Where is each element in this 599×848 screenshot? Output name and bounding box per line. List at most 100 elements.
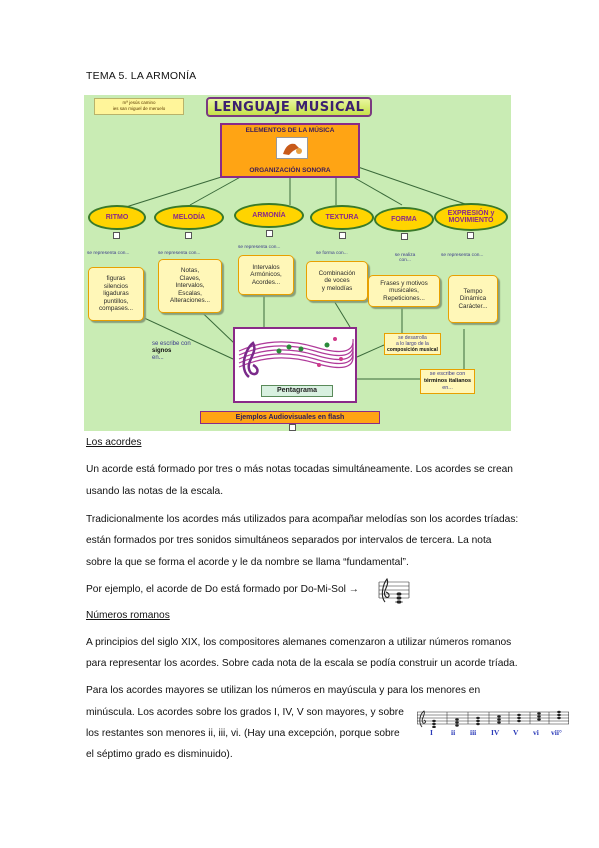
melodia-link-text: se representa con...	[158, 251, 201, 256]
author-credit: mª jesús camino ies san miguel de meruel…	[94, 98, 184, 115]
ritmo-node: RITMO	[88, 205, 146, 230]
armonia-box: Intervalos Armónicos, Acordes...	[238, 255, 294, 295]
paragraph-line: el séptimo grado es disminuido).	[86, 749, 233, 760]
box-line: compases...	[99, 305, 133, 313]
degree-label: I	[430, 728, 433, 737]
page-title: TEMA 5. LA ARMONÍA	[86, 70, 197, 82]
paragraph-line: Por ejemplo, el acorde de Do está formad…	[86, 584, 359, 595]
develop-note: se desarrolla a lo largo de la composici…	[384, 333, 441, 355]
box-line: y melodías	[321, 284, 353, 292]
signs-bold: signos	[152, 348, 172, 354]
ritmo-label: RITMO	[105, 214, 129, 221]
paragraph-line: A principios del siglo XIX, los composit…	[86, 637, 512, 648]
credit-line: ies san miguel de meruelo	[112, 105, 166, 111]
scale-degrees-staff	[417, 710, 569, 728]
do-major-chord-image	[378, 577, 410, 604]
paragraph-line: minúscula. Los acordes sobre los grados …	[86, 707, 404, 718]
link-icon[interactable]	[339, 232, 346, 239]
develop-bold: composición musical	[387, 347, 438, 353]
textura-label: TEXTURA	[325, 214, 359, 221]
melodia-label: MELODÍA	[172, 214, 206, 221]
textura-link-text: se forma con...	[316, 251, 348, 256]
paragraph-line: para representar los acordes. Sobre cada…	[86, 658, 518, 669]
movimiento-label: MOVIMIENTO	[448, 217, 494, 224]
paragraph-line: están formados por tres sonidos simultán…	[86, 535, 492, 546]
lenguaje-musical-banner: LENGUAJE MUSICAL	[206, 97, 372, 117]
link-icon[interactable]	[289, 424, 296, 431]
concept-map-image: mª jesús camino ies san miguel de meruel…	[84, 95, 511, 431]
forma-link-text: se realiza con...	[394, 253, 416, 263]
signs-pre: se escribe con	[152, 341, 191, 347]
tempo-post: en...	[442, 385, 453, 391]
ritmo-box: figuras silencios ligaduras puntillos, c…	[88, 267, 144, 321]
textura-node: TEXTURA	[310, 205, 374, 230]
forma-label: FORMA	[391, 216, 417, 223]
box-line: ligaduras	[103, 290, 129, 298]
signs-post: en...	[152, 355, 164, 361]
box-line: Notas,	[180, 267, 200, 275]
link-icon[interactable]	[266, 230, 273, 237]
acordes-heading: Los acordes	[86, 437, 142, 448]
degree-label: vi	[533, 728, 539, 737]
tempo-bold: términos italianos	[424, 378, 472, 384]
ritmo-link-text: se representa con...	[87, 251, 130, 256]
degree-label: vii°	[551, 728, 562, 737]
expresion-label: EXPRESIÓN y	[447, 210, 495, 217]
melodia-box: Notas, Claves, Intervalos, Escalas, Alte…	[158, 259, 222, 313]
paragraph-line: Un acorde está formado por tres o más no…	[86, 464, 513, 475]
staff-drawing	[238, 337, 354, 378]
signs-note: se escribe con signos en...	[152, 341, 191, 362]
box-line: Frases y motivos	[380, 279, 428, 287]
paragraph-line: sobre la que se forma el acorde y le da …	[86, 557, 409, 568]
box-line: Repeticiones...	[383, 294, 425, 302]
italian-terms-note: se escribe con términos italianos en...	[420, 369, 476, 394]
paragraph-line: usando las notas de la escala.	[86, 486, 224, 497]
music-instruments-image	[276, 137, 308, 159]
paragraph-line: Para los acordes mayores se utilizan los…	[86, 685, 481, 696]
box-line: puntillos,	[103, 297, 129, 305]
degree-label: ii	[451, 728, 456, 737]
box-line: Claves,	[179, 274, 201, 282]
box-line: musicales,	[389, 287, 419, 295]
box-line: Intervalos	[252, 263, 280, 271]
flash-examples-bar[interactable]: Ejemplos Audiovisuales en flash	[200, 411, 380, 424]
box-line: Alteraciones...	[170, 297, 210, 305]
expresion-box: Tempo Dinámica Carácter...	[448, 275, 498, 323]
develop-line: se desarrolla	[398, 335, 427, 341]
degree-label: iii	[470, 728, 477, 737]
box-line: figuras	[106, 275, 126, 283]
link-icon[interactable]	[401, 233, 408, 240]
credit-line: mª jesús camino	[122, 100, 156, 105]
pentagrama-label: Pentagrama	[261, 385, 333, 397]
link-icon[interactable]	[185, 232, 192, 239]
box-line: Armónicos,	[250, 271, 282, 279]
box-line: de voces	[324, 277, 350, 285]
expresion-link-text: se representa con...	[441, 253, 484, 258]
center-bottom-label: ORGANIZACIÓN SONORA	[249, 167, 331, 174]
melodia-node: MELODÍA	[154, 205, 224, 230]
forma-node: FORMA	[374, 207, 434, 232]
box-line: Acordes...	[251, 278, 281, 286]
pentagrama-box: Pentagrama	[233, 327, 357, 403]
forma-box: Frases y motivos musicales, Repeticiones…	[368, 275, 440, 307]
paragraph-line: Tradicionalmente los acordes más utiliza…	[86, 514, 519, 525]
paragraph-line: los restantes son menores ii, iii, vi. (…	[86, 728, 400, 739]
develop-line: a lo largo de la	[396, 341, 429, 347]
box-line: silencios	[103, 282, 129, 290]
box-line: Intervalos,	[175, 282, 205, 290]
box-line: Dinámica	[459, 295, 487, 303]
link-icon[interactable]	[467, 232, 474, 239]
degree-label: V	[513, 728, 519, 737]
armonia-link-text: se representa con...	[238, 245, 281, 250]
degree-label: IV	[491, 728, 500, 737]
box-line: Tempo	[463, 287, 483, 295]
box-line: Combinación	[318, 269, 356, 277]
expresion-node: EXPRESIÓN y MOVIMIENTO	[434, 203, 508, 231]
armonia-node: ARMONÍA	[234, 203, 304, 228]
textura-box: Combinación de voces y melodías	[306, 261, 368, 301]
box-line: Carácter...	[458, 302, 488, 310]
romanos-heading: Números romanos	[86, 610, 170, 621]
elements-center-box: ELEMENTOS DE LA MÚSICA ORGANIZACIÓN SONO…	[220, 123, 360, 178]
link-icon[interactable]	[113, 232, 120, 239]
